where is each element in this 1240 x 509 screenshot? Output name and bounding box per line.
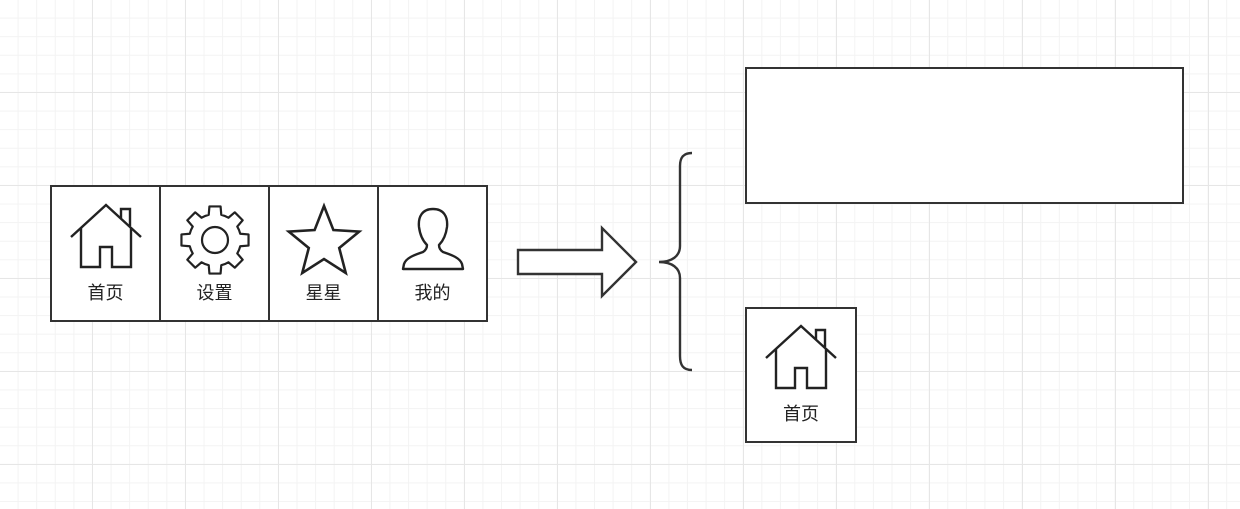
user-icon	[394, 201, 472, 279]
selected-tab-home[interactable]: 首页	[745, 307, 857, 443]
curly-brace	[658, 151, 693, 372]
home-icon	[762, 322, 840, 400]
selected-tab-label: 首页	[783, 404, 819, 425]
tab-me[interactable]: 我的	[377, 185, 488, 322]
tab-stars-label: 星星	[305, 283, 342, 304]
content-panel	[745, 67, 1184, 204]
tab-me-label: 我的	[414, 283, 451, 304]
tab-home[interactable]: 首页	[50, 185, 161, 322]
right-arrow	[516, 225, 638, 299]
tab-stars[interactable]: 星星	[268, 185, 379, 322]
gear-icon	[176, 201, 254, 279]
star-icon	[285, 201, 363, 279]
home-icon	[67, 201, 145, 279]
tab-settings-label: 设置	[196, 283, 233, 304]
tab-settings[interactable]: 设置	[159, 185, 270, 322]
tab-home-label: 首页	[87, 283, 124, 304]
